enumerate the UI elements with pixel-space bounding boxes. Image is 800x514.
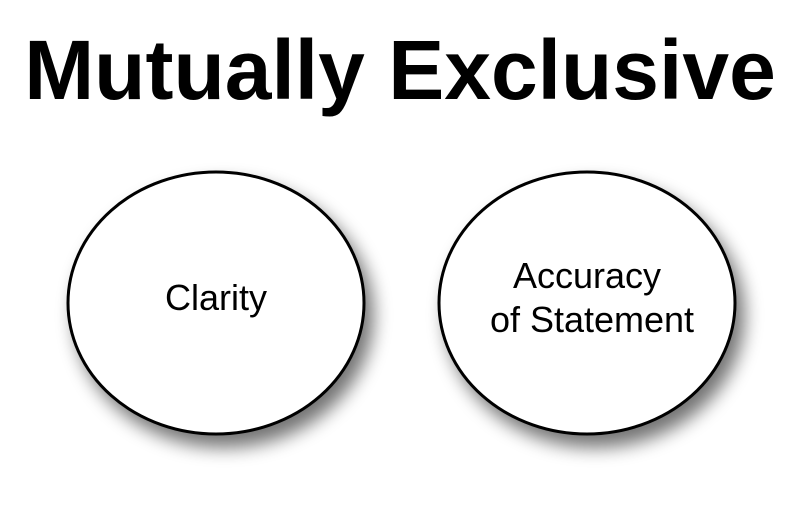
circle-accuracy-shape	[437, 170, 737, 436]
diagram-title: Mutually Exclusive	[24, 23, 776, 117]
circle-clarity-line-1: Clarity	[165, 277, 267, 318]
circle-clarity-label: Clarity	[165, 277, 267, 318]
circle-accuracy-label: Accuracy of Statement	[490, 255, 694, 340]
circle-accuracy-line-2: of Statement	[490, 299, 694, 340]
circle-accuracy-line-1: Accuracy	[513, 255, 661, 296]
circle-clarity: Clarity	[66, 170, 366, 436]
circle-clarity-shape	[66, 170, 366, 436]
circle-accuracy: Accuracy of Statement	[437, 170, 737, 436]
